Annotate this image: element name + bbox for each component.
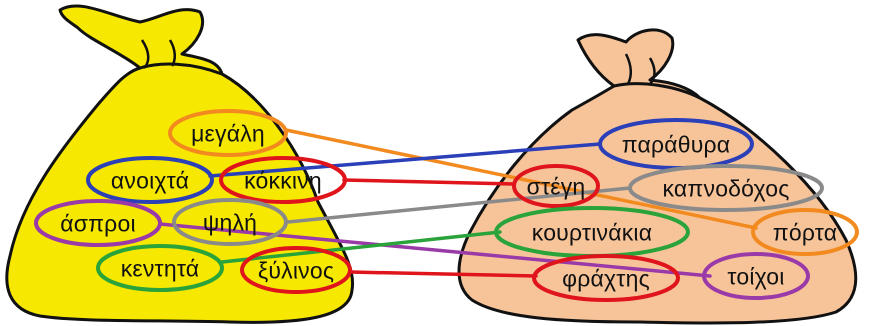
match-line-red-bottom bbox=[348, 270, 538, 278]
oval-kokkini bbox=[219, 156, 347, 204]
right-sack-icon bbox=[457, 28, 858, 325]
match-line-orange bbox=[284, 128, 758, 230]
oval-megali bbox=[168, 109, 288, 157]
oval-aspri bbox=[34, 199, 162, 247]
match-line-red-top bbox=[342, 178, 516, 186]
oval-fraxtis bbox=[532, 254, 680, 302]
match-line-green bbox=[220, 230, 502, 264]
word-porta[interactable]: πόρτα bbox=[772, 219, 838, 246]
match-lines bbox=[158, 128, 758, 278]
word-kokkini[interactable]: κόκκινη bbox=[244, 167, 322, 194]
oval-kentita bbox=[96, 244, 224, 292]
word-xylinos[interactable]: ξύλινος bbox=[257, 257, 335, 284]
word-aspri[interactable]: άσπροι bbox=[60, 210, 136, 237]
word-kapnodochos[interactable]: καπνοδόχος bbox=[662, 175, 790, 202]
word-fraxtis[interactable]: φράχτης bbox=[562, 265, 650, 292]
match-line-blue bbox=[208, 142, 602, 178]
word-toixoi[interactable]: τοίχοι bbox=[727, 263, 785, 290]
oval-kapnodochos bbox=[628, 164, 824, 212]
word-psili[interactable]: ψηλή bbox=[202, 209, 258, 236]
right-ovals bbox=[494, 118, 859, 302]
oval-anoixta bbox=[86, 156, 214, 204]
oval-stegi bbox=[512, 164, 600, 208]
match-line-gray bbox=[286, 186, 632, 224]
word-megali[interactable]: μεγάλη bbox=[191, 120, 265, 147]
oval-xylinos bbox=[240, 246, 352, 294]
word-parathyra[interactable]: παράθυρα bbox=[621, 131, 731, 158]
oval-porta bbox=[751, 208, 859, 256]
word-stegi[interactable]: στέγη bbox=[526, 173, 586, 200]
word-anoixta[interactable]: ανοιχτά bbox=[110, 167, 190, 194]
oval-psili bbox=[172, 198, 288, 246]
word-kourtinakia[interactable]: κουρτινάκια bbox=[531, 219, 653, 246]
left-ovals bbox=[34, 109, 352, 294]
match-line-purple bbox=[158, 222, 712, 278]
word-kentita[interactable]: κεντητά bbox=[120, 255, 200, 282]
oval-toixoi bbox=[702, 252, 810, 300]
